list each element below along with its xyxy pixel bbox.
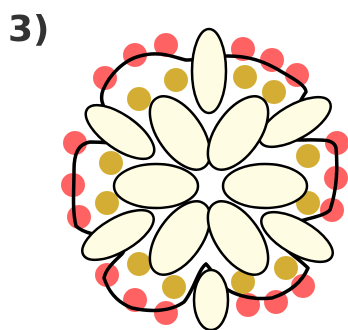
petal: [114, 164, 198, 208]
petal: [223, 164, 307, 208]
gold-dot: [99, 151, 123, 175]
gold-dot: [274, 256, 298, 280]
red-dot: [154, 301, 178, 325]
gold-dot: [164, 68, 188, 92]
gold-dot: [127, 87, 151, 111]
gold-dot: [296, 144, 320, 168]
petal: [194, 270, 228, 330]
red-dot: [260, 48, 284, 72]
gold-dot: [162, 275, 186, 299]
red-dot: [67, 205, 91, 229]
gold-dot: [95, 191, 119, 215]
gold-dot: [127, 252, 151, 276]
gold-dot: [233, 65, 257, 89]
petal: [192, 29, 226, 113]
